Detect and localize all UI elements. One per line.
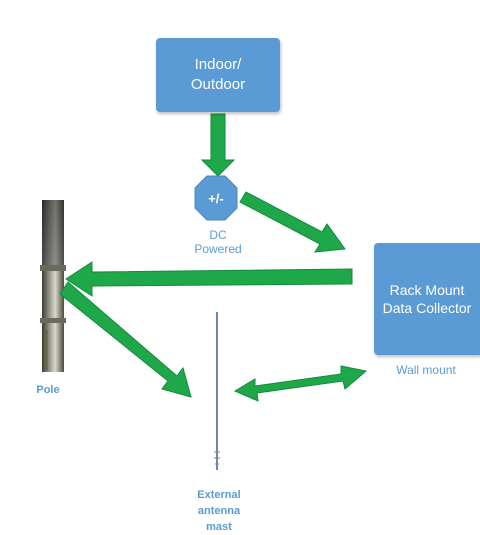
indoor-outdoor-box: Indoor/ Outdoor: [156, 38, 280, 112]
antenna-mast-caption: External antenna mast: [197, 489, 241, 533]
dc-power-octagon: +/-: [194, 175, 238, 221]
rack-mount-data-collector-box: Rack Mount Data Collector: [374, 243, 480, 355]
antenna-mast-image: [214, 312, 220, 470]
pole-caption: Pole: [36, 384, 60, 396]
arrow-antenna-rack-bidirectional: [233, 365, 368, 402]
wall-mount-caption: Wall mount: [396, 363, 456, 377]
dc-powered-caption: DC Powered: [194, 228, 242, 256]
pole-image: [40, 200, 66, 372]
arrow-pole-to-antenna: [59, 281, 192, 398]
arrow-rack-to-pole: [65, 261, 353, 297]
dc-symbol-label: +/-: [208, 190, 224, 206]
arrow-dc-to-rack: [239, 191, 346, 253]
octagon-shape: [194, 175, 238, 221]
arrow-indoor-to-dc: [200, 113, 236, 177]
